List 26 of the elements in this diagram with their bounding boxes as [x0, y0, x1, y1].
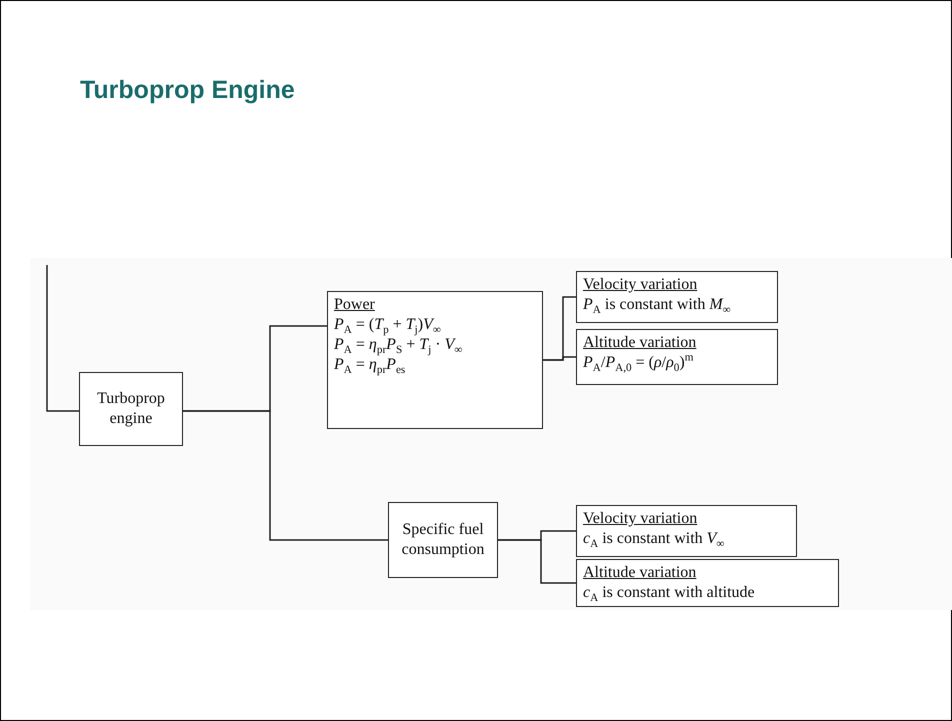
- formula-text: P$_{A}$ = (T$_{p}$ + T$_{j}$)V$_{∞}$: [334, 315, 442, 335]
- slide-title: Turboprop Engine: [80, 76, 295, 105]
- info-box: [576, 505, 797, 557]
- box-heading: Velocity variation: [583, 509, 698, 529]
- connector-line: [498, 539, 576, 584]
- formula-text: c$_{A}$ is constant with V$_{∞}$: [583, 529, 726, 549]
- process-box: [79, 372, 183, 446]
- box-heading: Altitude variation: [583, 563, 698, 583]
- formula-text: P$_{A}$ = η$_{pr}$P$_{es}$: [334, 356, 406, 375]
- process-box: [388, 502, 498, 578]
- formula-text: P$_{A}$ = η$_{pr}$P$_{S}$ + T$_{j}$ · V$_{∞}$: [334, 336, 464, 355]
- info-box: [576, 329, 778, 385]
- info-box: [576, 271, 778, 323]
- connector-line: [183, 410, 388, 541]
- box-label: Specific fuel consumption: [400, 520, 486, 560]
- formula-text: P$_{A}$/P$_{A,0}$ = (ρ/ρ$_{0}$)$^{m}$: [583, 353, 694, 373]
- box-label: Turboprop engine: [96, 389, 166, 429]
- box-heading: Velocity variation: [583, 275, 698, 295]
- info-box: [327, 291, 543, 429]
- formula-text: c$_{A}$ is constant with altitude: [583, 583, 756, 603]
- box-heading: Power: [334, 295, 376, 315]
- connector-line: [46, 265, 79, 412]
- connector-line: [543, 356, 576, 361]
- box-heading: Altitude variation: [583, 333, 698, 353]
- info-box: [576, 559, 839, 607]
- formula-text: P$_{A}$ is constant with M$_{∞}$: [583, 295, 732, 315]
